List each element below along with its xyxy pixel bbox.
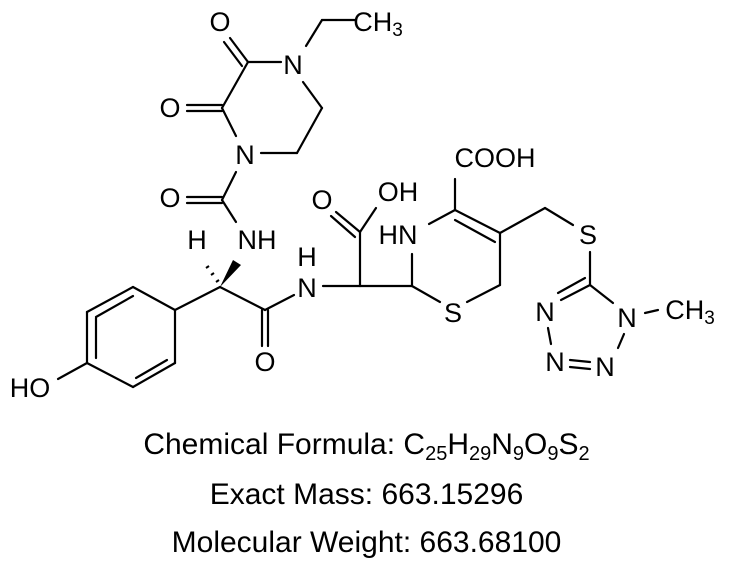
atom-label: N: [535, 297, 555, 327]
hash-stroke: [215, 279, 220, 283]
methyl-label: CH3: [353, 7, 403, 41]
atom-label: S: [444, 298, 462, 328]
bond: [173, 285, 222, 312]
bond: [643, 308, 660, 315]
bond: [334, 210, 362, 234]
bond: [556, 276, 587, 295]
atom-label: N: [617, 303, 637, 333]
atom-label: HN: [379, 220, 418, 250]
atom-label: O: [159, 183, 180, 213]
atom-label: H: [187, 225, 207, 255]
formula-element: H: [447, 428, 469, 461]
formula-count: 2: [578, 443, 590, 465]
bond: [465, 283, 502, 304]
bond: [358, 206, 378, 234]
atom-label: N: [297, 273, 317, 303]
atom-label: H: [297, 242, 317, 272]
bond: [94, 294, 135, 319]
formula-element: C: [403, 428, 426, 461]
atom-label: N: [545, 347, 565, 377]
atom-label: S: [579, 220, 597, 250]
bond: [85, 361, 135, 389]
chemical-formula: Chemical Formula: C25H29N9O9S2: [0, 428, 733, 466]
formula-count: 9: [512, 443, 525, 465]
formula-count: 9: [547, 443, 559, 465]
hash-stroke: [205, 265, 210, 269]
bond: [220, 106, 238, 138]
bond: [220, 60, 250, 110]
atom-label: O: [254, 347, 275, 377]
bond: [131, 361, 177, 389]
formula-element: N: [491, 428, 513, 461]
atom-label: N: [283, 50, 303, 80]
formula-count: 25: [425, 443, 448, 465]
hash-stroke: [210, 272, 215, 276]
bond: [134, 358, 169, 380]
atom-label: O: [159, 93, 180, 123]
bond: [588, 283, 615, 305]
bond: [131, 285, 177, 312]
bond: [616, 332, 626, 350]
bond: [546, 326, 553, 346]
bond: [85, 285, 135, 314]
molecular-weight: Molecular Weight: 663.68100: [171, 526, 562, 559]
bond: [453, 218, 497, 244]
atom-label: OH: [378, 177, 419, 207]
bond: [220, 170, 238, 202]
bond: [568, 365, 592, 371]
bond: [559, 283, 592, 302]
bond: [301, 80, 324, 110]
formula-element: S: [558, 428, 579, 461]
bonds: [56, 18, 660, 389]
atom-label: NH: [238, 225, 277, 255]
bond: [329, 214, 357, 239]
hash-bond: [205, 265, 220, 283]
bond: [263, 293, 296, 312]
exact-mass: Exact Mass: 663.15296: [209, 478, 524, 511]
formula-count: 29: [469, 443, 492, 465]
bond: [427, 208, 457, 226]
atom-label: COOH: [455, 143, 536, 173]
atom-label: N: [235, 140, 255, 170]
bond: [222, 40, 244, 68]
bond: [543, 206, 575, 227]
bond: [498, 206, 547, 235]
formula-parts: C25H29N9O9S2: [403, 428, 589, 465]
methyl-label: CH3: [665, 295, 715, 329]
formula-label: Chemical Formula:: [143, 428, 404, 461]
bond: [568, 358, 592, 364]
atom-label: N: [595, 352, 615, 382]
bond: [410, 284, 442, 304]
atom-label: HO: [10, 373, 51, 403]
bond: [220, 198, 238, 224]
bond: [295, 106, 324, 155]
atom-label: O: [311, 185, 332, 215]
bond: [228, 36, 250, 64]
bond: [304, 18, 324, 48]
formula-element: O: [524, 428, 548, 461]
bond: [56, 361, 89, 381]
bond: [218, 285, 267, 312]
atom-label: O: [209, 7, 230, 37]
bond: [453, 208, 502, 235]
wedge-bond: [220, 260, 241, 287]
